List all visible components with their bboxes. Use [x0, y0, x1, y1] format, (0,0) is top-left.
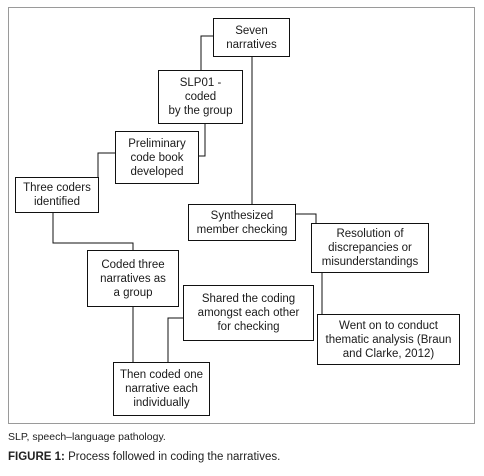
- box-three-coders-identified: Three coders identified: [15, 177, 99, 213]
- connector-shared-to-coded-one: [167, 317, 183, 362]
- connector-slp01-to-codebook: [199, 124, 206, 157]
- box-slp01-coded-by-group: SLP01 - coded by the group: [158, 70, 243, 124]
- connector-codebook-to-three-coders: [97, 152, 115, 177]
- caption-label: FIGURE 1:: [8, 451, 65, 463]
- connector-synth-to-resolution: [296, 213, 317, 223]
- box-seven-narratives: Seven narratives: [213, 18, 290, 57]
- caption-text: Process followed in coding the narrative…: [64, 451, 281, 463]
- box-shared-the-coding: Shared the coding amongst each other for…: [183, 285, 314, 341]
- connector-three-coders-to-coded-three: [52, 213, 134, 250]
- box-coded-three-narratives: Coded three narratives as a group: [87, 250, 179, 307]
- figure-frame: [8, 7, 475, 424]
- footnote: SLP, speech–language pathology.: [8, 431, 166, 443]
- box-coded-one-narrative-each: Then coded one narrative each individual…: [113, 362, 210, 416]
- connector-seven-to-slp01: [200, 35, 213, 70]
- box-synthesized-member-checking: Synthesized member checking: [188, 204, 296, 241]
- box-preliminary-code-book: Preliminary code book developed: [115, 131, 199, 184]
- box-thematic-analysis: Went on to conduct thematic analysis (Br…: [317, 314, 460, 365]
- figure-caption: FIGURE 1: Process followed in coding the…: [8, 451, 280, 463]
- box-resolution-of-discrepancies: Resolution of discrepancies or misunders…: [311, 223, 429, 273]
